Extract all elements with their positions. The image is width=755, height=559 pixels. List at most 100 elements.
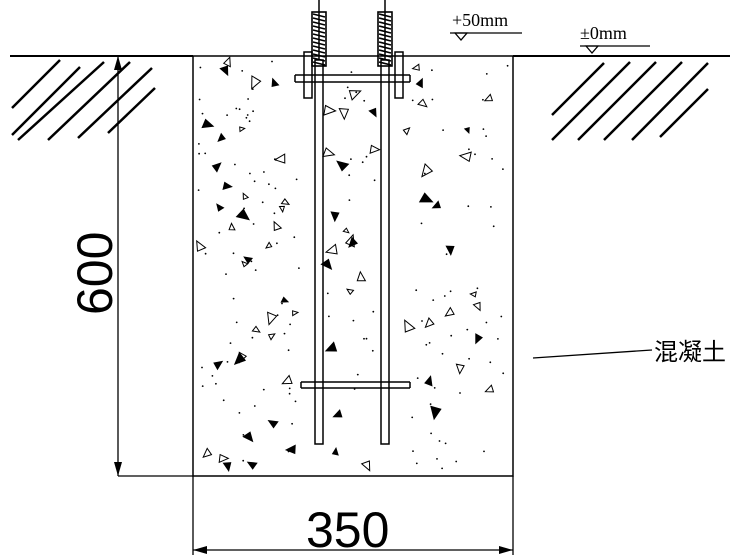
aggregate-stone xyxy=(239,126,246,133)
aggregate-stone xyxy=(216,203,225,212)
aggregate-dot xyxy=(415,289,418,292)
aggregate-dot xyxy=(243,207,246,210)
thread-turn xyxy=(378,45,392,50)
aggregate-dot xyxy=(235,321,238,324)
aggregate-dot xyxy=(365,337,368,340)
aggregate-stone xyxy=(251,325,261,333)
concrete-block xyxy=(192,55,514,477)
aggregate-dot xyxy=(201,366,203,369)
aggregate-dot xyxy=(204,252,207,255)
bolt-threads xyxy=(311,11,393,67)
aggregate-stone xyxy=(360,460,371,472)
thread-turn xyxy=(312,45,326,50)
dimension-depth-label: 600 xyxy=(67,232,123,315)
aggregate-stone xyxy=(273,220,283,232)
aggregate-dot xyxy=(333,214,336,217)
aggregate-stone xyxy=(217,132,226,143)
bottom-cross-plate xyxy=(300,381,411,389)
aggregate-dot xyxy=(246,114,249,116)
aggregate-stone xyxy=(243,256,254,265)
aggregate-stone xyxy=(322,147,336,158)
aggregate-dot xyxy=(291,422,293,425)
aggregate-stone xyxy=(424,375,433,387)
aggregate-dot xyxy=(326,292,329,295)
aggregate-dot xyxy=(428,342,431,344)
aggregate-stone xyxy=(201,118,215,129)
thread-turn xyxy=(312,37,326,42)
aggregate-dot xyxy=(483,450,485,453)
aggregate-dot xyxy=(430,432,432,435)
aggregate-stone xyxy=(331,446,339,456)
aggregate-dot xyxy=(444,442,447,445)
aggregate-dot xyxy=(500,315,503,318)
elevation-marker-top xyxy=(450,32,522,41)
aggregate-stone xyxy=(280,296,290,303)
elevation-label-ground: ±0mm xyxy=(580,23,627,43)
aggregate-stone xyxy=(222,181,233,191)
aggregate-stone xyxy=(332,409,343,418)
aggregate-dot xyxy=(271,60,273,63)
aggregate-dot xyxy=(415,462,418,465)
aggregate-dot xyxy=(234,163,236,166)
aggregate-dot xyxy=(298,267,300,269)
aggregate-dot xyxy=(204,152,207,155)
thread-turn xyxy=(378,37,392,42)
aggregate-dot xyxy=(350,71,353,73)
aggregate-dot xyxy=(198,98,201,101)
aggregate-dot xyxy=(449,290,452,293)
aggregate-dot xyxy=(252,223,255,225)
aggregate-stone xyxy=(368,107,377,118)
aggregate-stone xyxy=(323,104,337,116)
aggregate-dot xyxy=(344,97,346,100)
aggregate-dot xyxy=(485,321,488,324)
aggregate-dot xyxy=(450,334,453,337)
aggregate-dot xyxy=(242,434,245,436)
aggregate-dot xyxy=(416,377,419,379)
aggregate-dot xyxy=(373,179,376,182)
aggregate-stone xyxy=(445,245,455,256)
aggregate-dot xyxy=(222,399,225,402)
aggregate-stone xyxy=(242,192,250,201)
aggregate-dot xyxy=(281,302,283,305)
aggregate-stone xyxy=(267,419,279,429)
aggregate-dot xyxy=(411,416,414,419)
aggregate-stone xyxy=(404,319,416,333)
aggregate-dot xyxy=(492,225,495,228)
aggregate-dot xyxy=(361,161,364,164)
aggregate-dot xyxy=(328,315,330,318)
thread-turn xyxy=(378,57,392,62)
thread-turn xyxy=(378,33,392,38)
aggregate-stone xyxy=(348,90,362,101)
thread-turn xyxy=(378,25,392,30)
aggregate-stone xyxy=(196,239,207,252)
thread-turn xyxy=(312,41,326,46)
aggregate-dot xyxy=(348,174,351,177)
aggregate-dot xyxy=(242,459,245,462)
aggregate-stone xyxy=(284,444,296,455)
aggregate-stone xyxy=(336,160,350,172)
material-label: 混凝土 xyxy=(654,338,726,366)
aggregate-stone xyxy=(444,306,455,317)
aggregate-stone xyxy=(228,222,236,231)
aggregate-dot xyxy=(356,373,359,376)
aggregate-dot xyxy=(502,168,504,171)
aggregate-dot xyxy=(235,107,238,110)
aggregate-dot xyxy=(355,91,358,94)
aggregate-dot xyxy=(201,112,204,115)
aggregate-dot xyxy=(468,357,470,360)
aggregate-dot xyxy=(476,287,479,290)
aggregate-stone xyxy=(202,447,213,459)
aggregate-dot xyxy=(288,387,291,390)
aggregate-stone xyxy=(418,192,434,203)
thread-outline xyxy=(377,11,393,67)
aggregate-dot xyxy=(433,387,436,389)
aggregate-stone xyxy=(472,301,481,312)
aggregate-dot xyxy=(467,205,470,208)
aggregate-dot xyxy=(490,206,492,208)
aggregate-dot xyxy=(443,295,446,297)
thread-turn xyxy=(378,13,392,18)
aggregate-stone xyxy=(320,258,333,271)
aggregate-dot xyxy=(438,440,441,442)
aggregate-stone xyxy=(271,77,280,88)
aggregate-stone xyxy=(345,288,355,296)
